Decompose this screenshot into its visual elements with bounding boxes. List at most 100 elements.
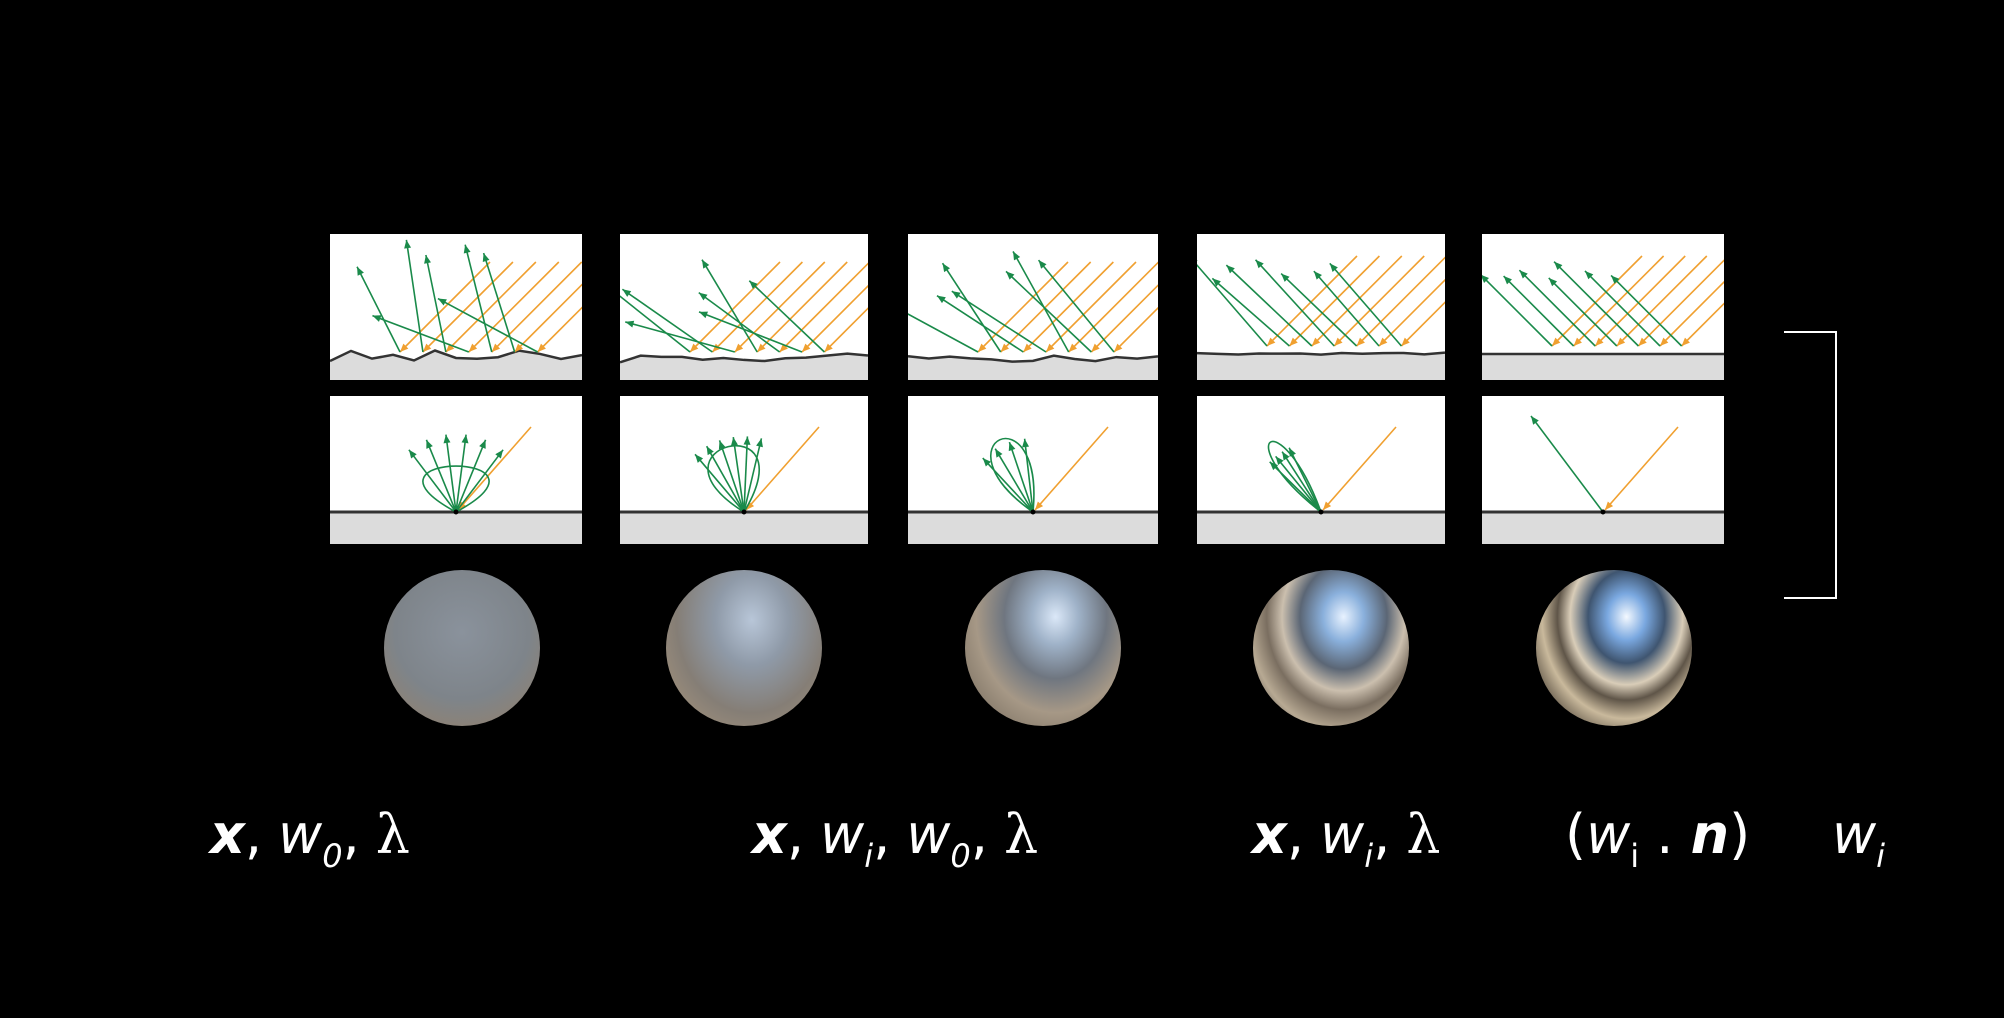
reflected-ray [437, 297, 538, 353]
incident-ray [1022, 261, 1114, 353]
incident-ray [1681, 302, 1724, 347]
incident-ray-head [491, 343, 501, 352]
incident-ray [1594, 255, 1686, 347]
reflected-ray-head [942, 263, 951, 273]
reflected-ray [425, 254, 447, 353]
incident-ray-head [1573, 337, 1582, 346]
incident-ray [1659, 280, 1724, 347]
lobe-ray [1269, 461, 1322, 513]
incident-ray [734, 261, 826, 353]
sphere-near-mirror [1253, 570, 1409, 726]
surface-panel-perfect-mirror [1482, 234, 1724, 380]
reflected-ray-head [1554, 261, 1563, 271]
incident-ray-head [1605, 501, 1614, 510]
eq-brdf-args: x,wi,w0,λ [752, 803, 1039, 875]
reflected-ray [464, 244, 493, 353]
incident-ray [457, 426, 532, 511]
reflected-ray [698, 311, 803, 353]
eq-outgoing-radiance-args: x,w0,λ [210, 803, 410, 875]
reflected-ray [1012, 251, 1070, 353]
incident-ray-head [1323, 501, 1332, 510]
reflected-ray [372, 314, 470, 353]
reflected-ray [951, 290, 1047, 353]
hit-point [1030, 509, 1036, 515]
reflected-ray [1329, 262, 1403, 347]
incident-ray-head [802, 343, 811, 352]
lobe-ray [445, 434, 457, 513]
lobe-ray [743, 438, 763, 513]
reflected-ray-head [424, 254, 431, 264]
surface-fill [1197, 352, 1445, 380]
reflected-ray-head [1281, 273, 1290, 282]
brdf-lobe [990, 437, 1035, 513]
incident-ray [1616, 255, 1708, 347]
reflected-ray [1211, 277, 1290, 347]
lobe-panel-perfect-mirror [1482, 396, 1724, 544]
reflected-ray-head [357, 266, 364, 276]
incident-ray [445, 261, 537, 353]
lobe-ray-head [718, 440, 726, 450]
incident-ray [1637, 259, 1724, 347]
incident-ray [1068, 261, 1158, 353]
surface-fill [1197, 512, 1445, 544]
lobe-ray [408, 449, 457, 513]
reflected-ray [1610, 274, 1683, 347]
reflected-ray-head [1013, 251, 1021, 261]
incident-ray [1551, 255, 1643, 347]
reflected-ray [1313, 270, 1380, 347]
reflected-ray-head [1482, 275, 1490, 284]
incident-ray [1378, 278, 1445, 347]
lobe-ray-head [756, 438, 763, 448]
lobe-panel-near-mirror [1197, 396, 1445, 544]
incident-ray-head [1356, 337, 1365, 346]
incident-ray-head [1552, 337, 1561, 346]
lobe-ray [1008, 441, 1034, 513]
lobe-ray-head [1275, 456, 1284, 466]
sphere-rough-glossy [666, 570, 822, 726]
surface-fill [1482, 512, 1724, 544]
incident-ray-head [1046, 343, 1055, 352]
incident-ray-head [1616, 337, 1626, 346]
incident-ray [1322, 426, 1397, 511]
incident-ray [711, 261, 803, 353]
lobe-ray [1288, 447, 1322, 513]
incident-ray [1288, 255, 1380, 347]
incident-ray [1573, 255, 1665, 347]
microfacet-surface [1197, 351, 1445, 356]
incident-ray-head [400, 343, 409, 352]
lobe-ray-head [695, 454, 704, 463]
eq-integration-variable: wi [1832, 803, 1886, 875]
lobe-ray [705, 445, 745, 513]
incident-ray-head [514, 343, 524, 352]
incident-ray-head [1267, 337, 1276, 346]
reflected-ray-head [1038, 260, 1047, 269]
incident-ray-head [690, 343, 699, 352]
reflected-ray [1584, 270, 1661, 347]
incident-ray-head [1114, 343, 1123, 352]
incident-ray-head [468, 343, 478, 352]
reflected-ray [1503, 275, 1575, 347]
sphere-medium-glossy [965, 570, 1121, 726]
incident-ray-head [757, 343, 766, 352]
reflected-ray-head [1519, 270, 1528, 279]
reflected-ray-head [1226, 265, 1235, 274]
reflected-ray-head [699, 311, 709, 319]
reflected-ray-head [936, 295, 946, 304]
reflected-ray-head [625, 320, 635, 328]
lobe-ray [743, 436, 749, 513]
incident-ray-head [1311, 337, 1321, 346]
surface-fill [908, 512, 1158, 544]
reflected-ray-head [1255, 259, 1264, 269]
reflected-ray [1197, 263, 1268, 347]
incident-ray [491, 261, 582, 353]
surface-fill [620, 353, 868, 380]
incident-ray-head [422, 343, 432, 352]
lobe-ray [455, 449, 504, 513]
mirror-ray-head [1531, 416, 1539, 425]
lobe-ray [455, 434, 467, 513]
reflected-ray [356, 266, 401, 353]
lobe-panel-rough-diffuse [330, 396, 582, 544]
incident-ray [1090, 284, 1158, 353]
lobe-ray [694, 453, 745, 513]
incident-ray-head [1595, 337, 1604, 346]
